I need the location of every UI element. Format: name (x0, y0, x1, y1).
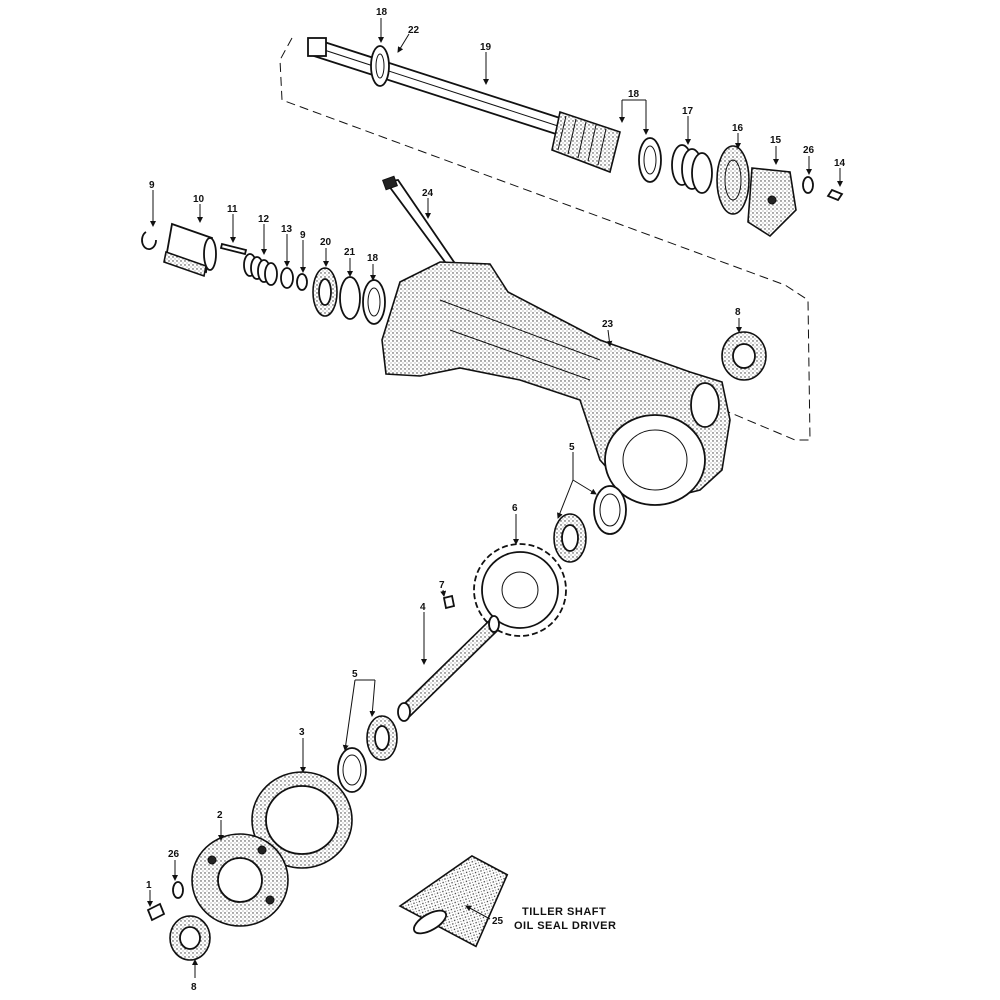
snap-ring-9-left (141, 231, 157, 251)
seal-21 (339, 276, 361, 320)
washer-13 (280, 267, 294, 289)
label-9-left: 9 (149, 180, 155, 191)
bolt-1 (146, 902, 166, 922)
label-9-mid: 9 (300, 230, 306, 241)
label-18-top: 18 (376, 7, 388, 18)
bearing-cup-18-left (362, 279, 386, 325)
gear-6 (473, 543, 567, 637)
label-25: 25 (492, 916, 504, 927)
label-23: 23 (602, 319, 614, 330)
label-19: 19 (480, 42, 492, 53)
label-2: 2 (217, 810, 223, 821)
label-6: 6 (512, 503, 518, 514)
label-5-top: 5 (569, 442, 575, 453)
label-15: 15 (770, 135, 782, 146)
bearing-5-bottom (337, 715, 398, 793)
label-10: 10 (193, 194, 205, 205)
label-4: 4 (420, 602, 426, 613)
snap-ring-9-mid (296, 273, 308, 291)
worm-gear (551, 110, 621, 174)
bolt-14-top (826, 188, 844, 202)
housing-bore (604, 414, 706, 506)
oil-seal-driver-25 (398, 855, 509, 948)
cover-2 (191, 833, 289, 927)
washer-26-bottom (172, 881, 184, 899)
label-13: 13 (281, 224, 293, 235)
spring-12 (243, 253, 278, 286)
label-1: 1 (146, 880, 152, 891)
label-8-bottom: 8 (191, 982, 197, 993)
label-12: 12 (258, 214, 270, 225)
label-3: 3 (299, 727, 305, 738)
caption-line-1: TILLER SHAFT (522, 906, 606, 918)
label-18-mid: 18 (628, 89, 640, 100)
label-26-top: 26 (803, 145, 815, 156)
shaft-bearing-22 (370, 45, 390, 87)
left-parts-group (141, 222, 386, 325)
label-22: 22 (408, 25, 420, 36)
rod-24 (384, 179, 456, 268)
shaft-spline-end (307, 37, 327, 57)
key-7 (442, 594, 456, 610)
assembly-group-outline (279, 37, 811, 441)
label-14: 14 (834, 158, 846, 169)
label-8-top: 8 (735, 307, 741, 318)
label-5-bottom: 5 (352, 669, 358, 680)
bearing-cup-18 (638, 137, 662, 183)
spring-17 (671, 144, 713, 194)
part-number-labels: 18 22 19 18 17 16 15 26 14 24 9 10 11 12… (146, 7, 846, 993)
caption-line-2: OIL SEAL DRIVER (514, 920, 616, 932)
label-26-bottom: 26 (168, 849, 180, 860)
bearing-5-top (553, 485, 627, 563)
label-7: 7 (439, 580, 445, 591)
label-20: 20 (320, 237, 332, 248)
gasket-16 (716, 145, 750, 215)
washer-26-top (802, 176, 814, 194)
pin-11 (219, 242, 248, 256)
transmission-housing-23 (381, 261, 731, 506)
label-21: 21 (344, 247, 356, 258)
label-17: 17 (682, 106, 694, 117)
leader-lines (147, 18, 843, 978)
label-18-left: 18 (367, 253, 379, 264)
shaft-4 (397, 615, 500, 722)
seal-8-bottom (169, 915, 211, 961)
tiller-shaft-assembly (307, 37, 844, 238)
gasket-3 (251, 771, 353, 869)
label-24: 24 (422, 188, 434, 199)
label-11: 11 (227, 204, 238, 215)
label-16: 16 (732, 123, 744, 134)
